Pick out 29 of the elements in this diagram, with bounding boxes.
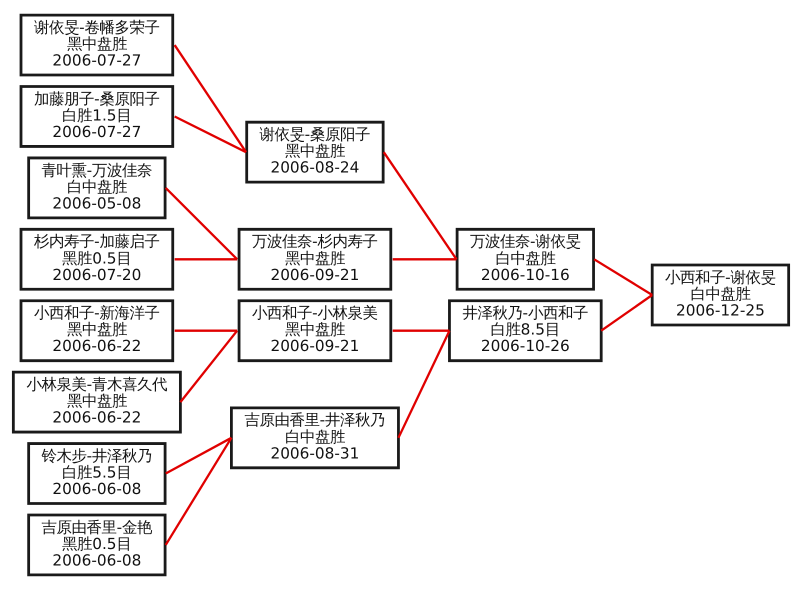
node-box: 小西和子-谢依旻 白中盘胜 2006-12-25 [650,263,790,326]
node-box: 万波佳奈-杉内寿子 黑中盘胜 2006-09-21 [238,227,392,290]
connector [600,294,653,332]
node-box: 吉原由香里-金艳 黑胜0.5目 2006-06-08 [27,513,166,576]
connector [174,114,247,153]
node-box: 小林泉美-青木喜久代 黑中盘胜 2006-06-22 [12,370,182,433]
connector [397,330,450,438]
connector [174,329,238,332]
connector [164,186,238,260]
connector [180,330,238,402]
connector [594,258,653,296]
connector [392,329,450,332]
node-box: 小西和子-小林泉美 黑中盘胜 2006-09-21 [238,298,392,362]
node-box: 青叶熏-万波佳奈 白中盘胜 2006-05-08 [27,156,166,219]
node-box: 井泽秋乃-小西和子 白胜8.5目 2006-10-26 [448,298,603,362]
connector [382,151,458,260]
node-box: 谢依旻-桑原阳子 黑中盘胜 2006-08-24 [245,120,385,184]
connector [174,258,238,260]
connector [392,258,456,260]
node-box: 铃木步-井泽秋乃 白胜5.5目 2006-06-08 [27,442,166,504]
node-box: 杉内寿子-加藤启子 黑胜0.5目 2006-07-20 [20,227,174,290]
connector [174,44,248,152]
node-box: 谢依旻-卷幡多荣子 黑中盘胜 2006-07-27 [20,13,174,76]
node-box: 吉原由香里-井泽秋乃 白中盘胜 2006-08-31 [230,406,400,469]
connector [164,436,232,546]
node-box: 万波佳奈-谢依旻 白中盘胜 2006-10-16 [456,227,595,290]
node-box: 小西和子-新海洋子 黑中盘胜 2006-06-22 [20,298,174,362]
node-box: 加藤朋子-桑原阳子 白胜1.5目 2006-07-27 [20,84,174,148]
connector [165,436,232,474]
